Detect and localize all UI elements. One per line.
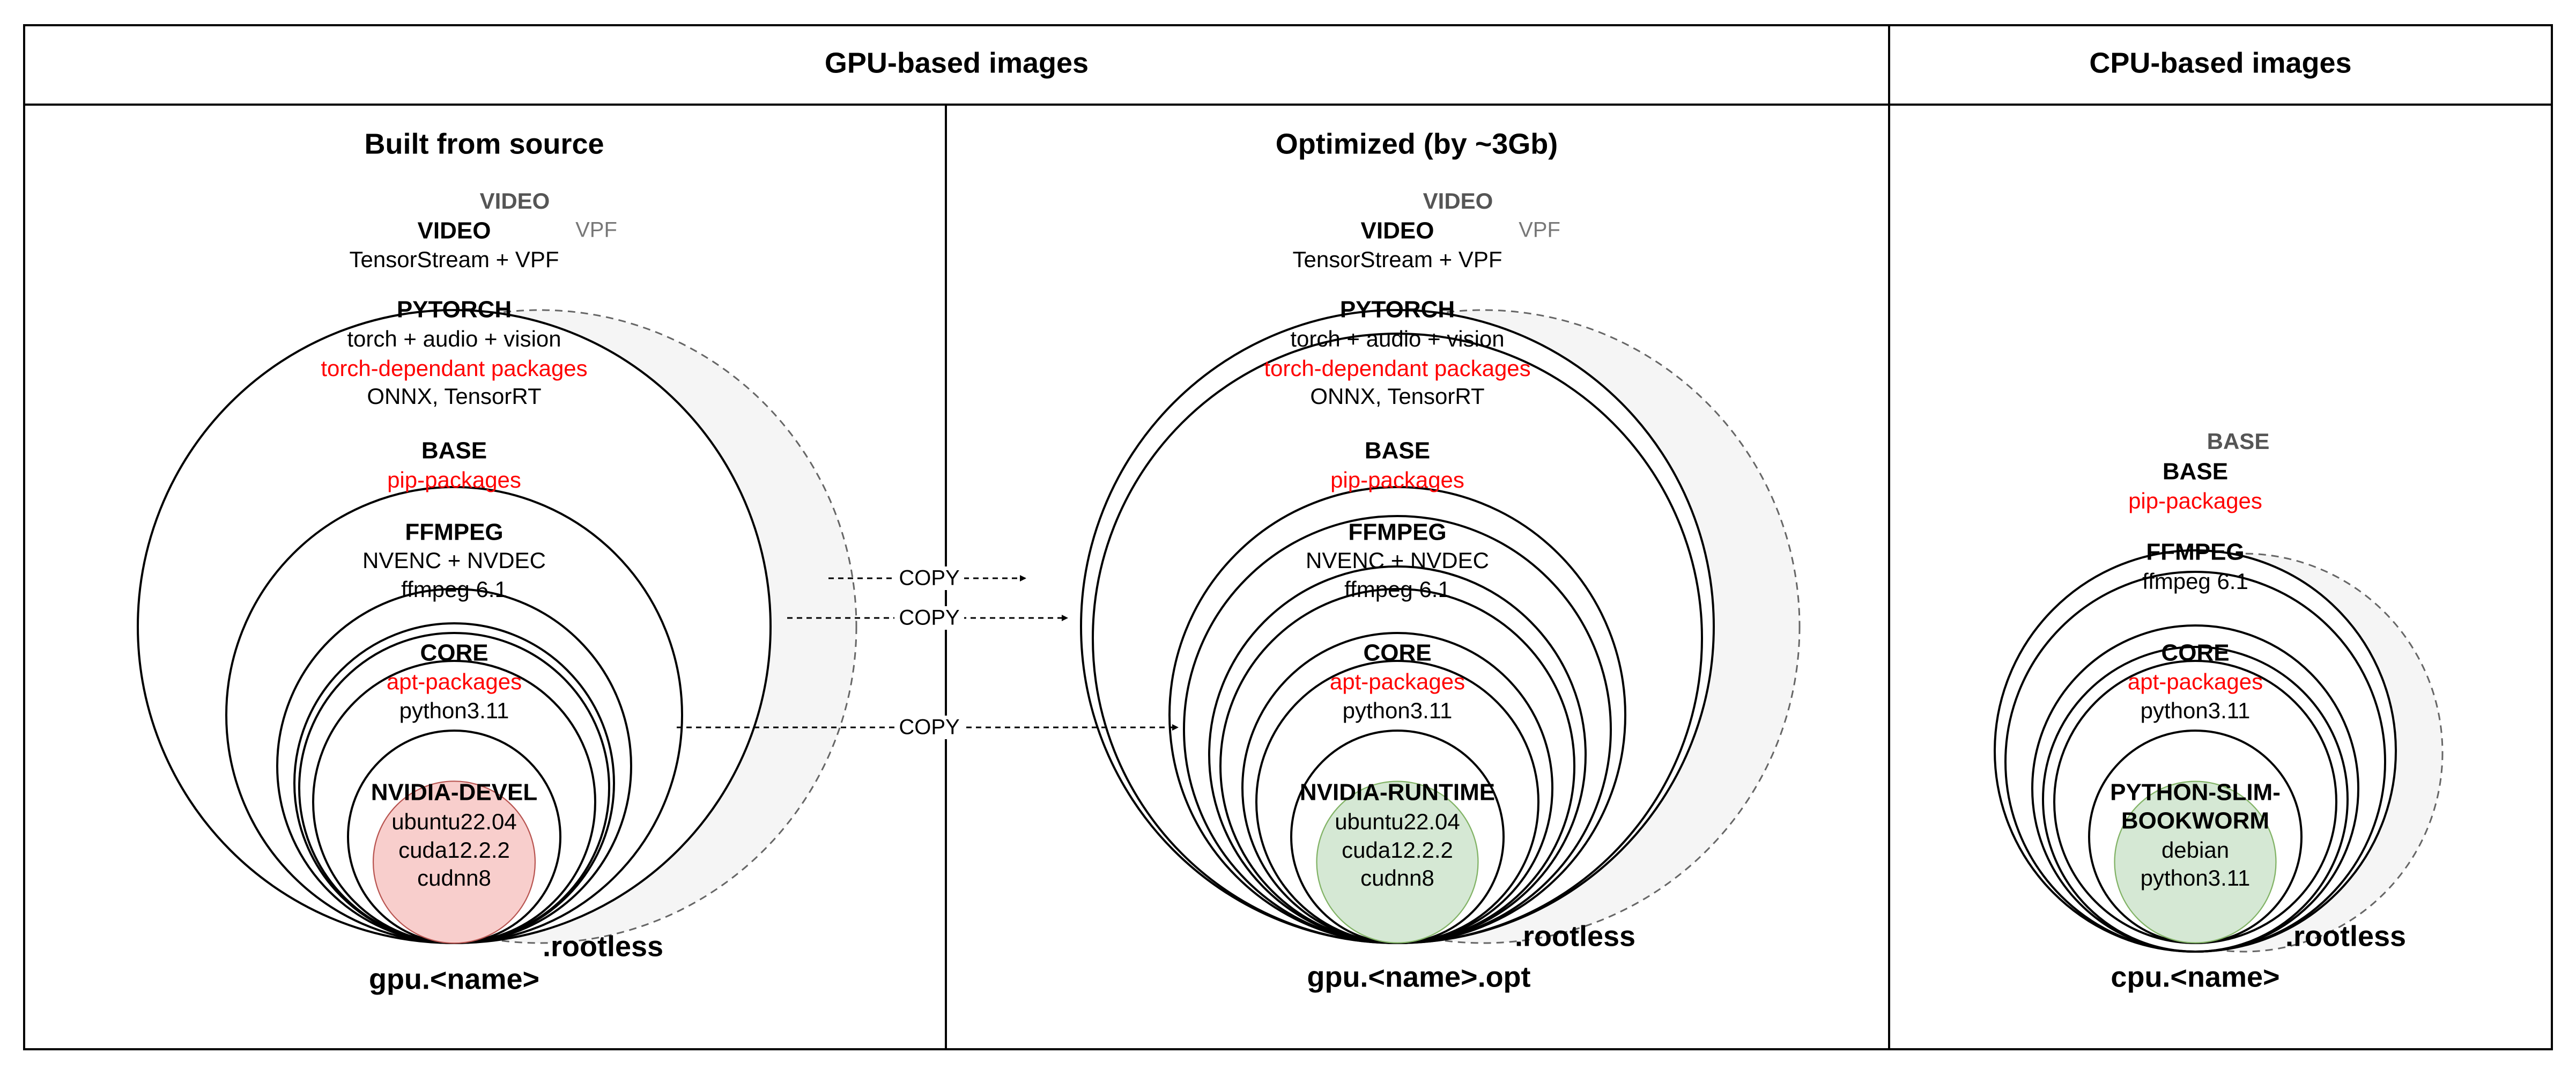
core-line1: apt-packages (387, 669, 522, 694)
pytorch-line1: torch + audio + vision (1290, 326, 1504, 351)
core-line1: apt-packages (1330, 669, 1465, 694)
image-name-gpu-opt: gpu.<name>.opt (1307, 961, 1530, 993)
base-line1: pip-packages (2128, 488, 2262, 513)
base-title: BASE (421, 438, 487, 464)
nvidia-runtime-title: NVIDIA-RUNTIME (1300, 779, 1495, 806)
pytorch-line3: ONNX, TensorRT (367, 384, 541, 409)
pytorch-line1: torch + audio + vision (347, 326, 561, 351)
base-title: BASE (2163, 459, 2228, 485)
python-slim-title2: BOOKWORM (2121, 808, 2269, 834)
nvidia-devel-line2: cuda12.2.2 (398, 837, 510, 863)
gpu-opt-image-stack: VIDEO VPF VIDEO TensorStream + VPF PYTOR… (1080, 188, 1801, 993)
ffmpeg-line1: NVENC + NVDEC (362, 548, 546, 573)
rootless-tag: .rootless (543, 930, 663, 962)
base-line1: pip-packages (387, 467, 521, 492)
video-title: VIDEO (418, 218, 491, 244)
python-slim-line1: debian (2162, 837, 2229, 863)
copy-label-bg (894, 606, 964, 630)
pytorch-title: PYTORCH (397, 297, 512, 323)
nvidia-runtime-circle (1316, 781, 1479, 944)
table-frame (23, 24, 2553, 1050)
core-title: CORE (2161, 640, 2229, 666)
core-title: CORE (1363, 640, 1431, 666)
core-line2: python3.11 (399, 698, 509, 723)
video-ghost-sub: VPF (575, 218, 617, 242)
video-ghost-title: VIDEO (1423, 188, 1493, 213)
pytorch-line2: torch-dependant packages (1264, 356, 1530, 381)
image-name-gpu: gpu.<name> (369, 963, 539, 995)
pytorch-title: PYTORCH (1340, 297, 1455, 323)
cpu-section-header: CPU-based images (2089, 47, 2351, 79)
outer-border (23, 24, 2553, 1050)
nvidia-devel-title: NVIDIA-DEVEL (371, 779, 537, 806)
ffmpeg-title: FFMPEG (405, 519, 503, 546)
rootless-tag: .rootless (2285, 920, 2406, 952)
gpu-image-stack: VIDEO VPF VIDEO TensorStream + VPF PYTOR… (137, 188, 857, 995)
copy-label-ffmpeg: COPY (899, 566, 959, 590)
ffmpeg-inner-ring (2042, 646, 2349, 953)
nvidia-runtime-line2: cuda12.2.2 (1342, 837, 1453, 863)
core-line2: python3.11 (2141, 698, 2251, 723)
copy-label-bg (894, 716, 964, 739)
nvidia-devel-circle (372, 781, 536, 944)
ffmpeg-title: FFMPEG (2146, 539, 2244, 565)
video-line1: TensorStream + VPF (1293, 247, 1502, 272)
column-title-built-from-source: Built from source (364, 128, 604, 160)
copy-label-base: COPY (899, 606, 959, 630)
cpu-image-stack: BASE BASE pip-packages FFMPEG ffmpeg 6.1… (1994, 429, 2444, 993)
copy-label-bg (894, 566, 964, 590)
ffmpeg-line2: ffmpeg 6.1 (1344, 577, 1450, 602)
base-ghost-title: BASE (2207, 429, 2270, 454)
gpu-section-header: GPU-based images (825, 47, 1089, 79)
python-slim-circle (2114, 781, 2277, 944)
pytorch-line3: ONNX, TensorRT (1310, 384, 1484, 409)
core-title: CORE (420, 640, 488, 666)
nvidia-devel-line3: cudnn8 (417, 865, 491, 890)
base-title: BASE (1365, 438, 1430, 464)
ffmpeg-title: FFMPEG (1348, 519, 1446, 546)
nvidia-runtime-line3: cudnn8 (1360, 865, 1434, 890)
rootless-tag: .rootless (1515, 920, 1635, 952)
base-line1: pip-packages (1330, 467, 1464, 492)
nvidia-runtime-line1: ubuntu22.04 (1335, 809, 1460, 834)
copy-label-core: COPY (899, 716, 959, 739)
video-ghost-sub: VPF (1519, 218, 1560, 242)
video-ghost-title: VIDEO (480, 188, 550, 213)
python-slim-title1: PYTHON-SLIM- (2110, 779, 2281, 806)
ffmpeg-line2: ffmpeg 6.1 (401, 577, 507, 602)
ffmpeg-line1: ffmpeg 6.1 (2142, 569, 2248, 594)
python-slim-line2: python3.11 (2141, 865, 2251, 890)
ffmpeg-line1: NVENC + NVDEC (1306, 548, 1489, 573)
copy-arrows: COPY COPY COPY (677, 566, 1179, 739)
core-line2: python3.11 (1343, 698, 1453, 723)
nvidia-devel-line1: ubuntu22.04 (391, 809, 517, 834)
video-line1: TensorStream + VPF (350, 247, 559, 272)
pytorch-line2: torch-dependant packages (321, 356, 587, 381)
video-title: VIDEO (1361, 218, 1434, 244)
column-title-optimized: Optimized (by ~3Gb) (1276, 128, 1558, 160)
core-line1: apt-packages (2128, 669, 2263, 694)
image-name-cpu: cpu.<name> (2111, 961, 2279, 993)
